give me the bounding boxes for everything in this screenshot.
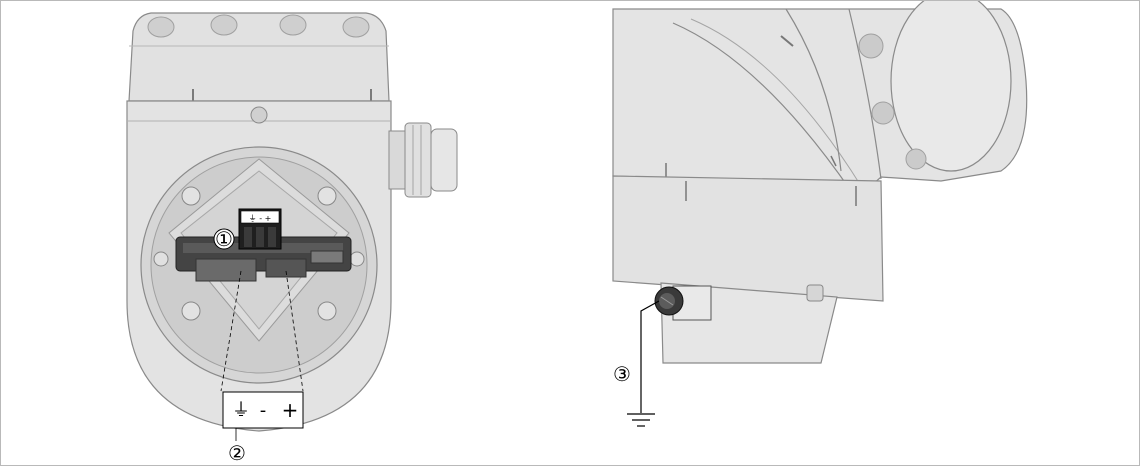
terminal-ground-symbol: ⏚: [232, 400, 250, 421]
wire-guide-lines: [220, 270, 304, 392]
ground-wire: [640, 300, 660, 413]
housing-front-view: ⏚ - + ① ⏚ - + ②: [126, 12, 458, 465]
earth-ground-icon: [627, 413, 655, 427]
cable-gland: [388, 122, 458, 198]
terminal-connector: ⏚ - +: [238, 208, 282, 250]
connector-marks: ⏚ - +: [249, 214, 272, 223]
terminal-minus: -: [260, 400, 267, 421]
callout-1: ①: [215, 227, 233, 251]
housing-side-lower: [612, 175, 884, 302]
terminal-plus: +: [282, 398, 299, 422]
ground-screw: [654, 285, 712, 321]
terminal-block: ⏚ - +: [222, 391, 304, 441]
callout-3: ③: [613, 362, 631, 386]
callout-2: ②: [228, 441, 246, 465]
housing-side-view: ③: [612, 1, 1028, 427]
